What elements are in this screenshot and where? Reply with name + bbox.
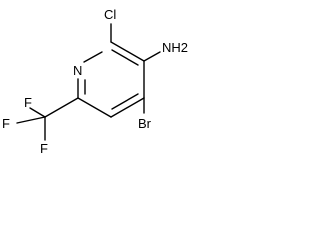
- atom-bromine: Br: [138, 116, 152, 131]
- molecule-canvas: N Cl NH2 Br F F F: [2, 7, 188, 156]
- bond-c2-c3: [110, 41, 145, 62]
- structure-diagram: N Cl NH2 Br F F F: [0, 0, 204, 178]
- bond-c6-cf3: [44, 97, 79, 118]
- bond-c4-c5-inner: [111, 93, 139, 110]
- atom-amine: NH2: [162, 40, 188, 55]
- bond-cf3-f-left: [16, 116, 46, 124]
- atom-chlorine: Cl: [104, 7, 116, 22]
- bond-c3-nh2: [143, 51, 161, 62]
- bond-n-c2: [83, 51, 103, 63]
- atom-fluorine-top: F: [24, 95, 32, 110]
- bond-c4-c5: [110, 97, 145, 118]
- atom-fluorine-bottom: F: [40, 141, 48, 156]
- bond-c5-c6: [77, 97, 112, 118]
- bond-cf3-f-top: [29, 107, 46, 118]
- bond-c2-c3-inner: [111, 49, 139, 66]
- atom-fluorine-left: F: [2, 116, 10, 131]
- atom-ring-nitrogen: N: [73, 63, 82, 78]
